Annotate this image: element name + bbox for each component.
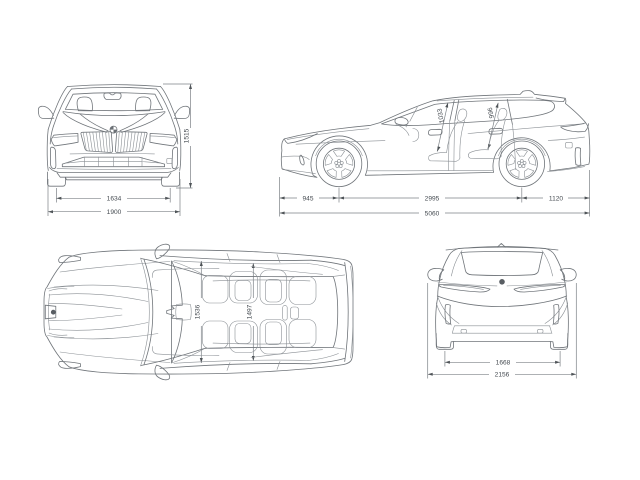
svg-text:2156: 2156 (495, 372, 510, 379)
svg-text:1515: 1515 (183, 128, 190, 143)
svg-text:1900: 1900 (107, 209, 122, 216)
svg-text:1033: 1033 (436, 108, 446, 124)
svg-text:1668: 1668 (496, 360, 511, 367)
svg-text:2995: 2995 (425, 195, 440, 202)
svg-text:1634: 1634 (107, 196, 122, 203)
svg-text:1120: 1120 (549, 195, 564, 202)
svg-text:996: 996 (487, 106, 496, 118)
svg-text:945: 945 (302, 195, 313, 202)
svg-text:5060: 5060 (425, 210, 440, 217)
svg-text:1497: 1497 (247, 304, 254, 319)
svg-text:1536: 1536 (195, 304, 202, 319)
